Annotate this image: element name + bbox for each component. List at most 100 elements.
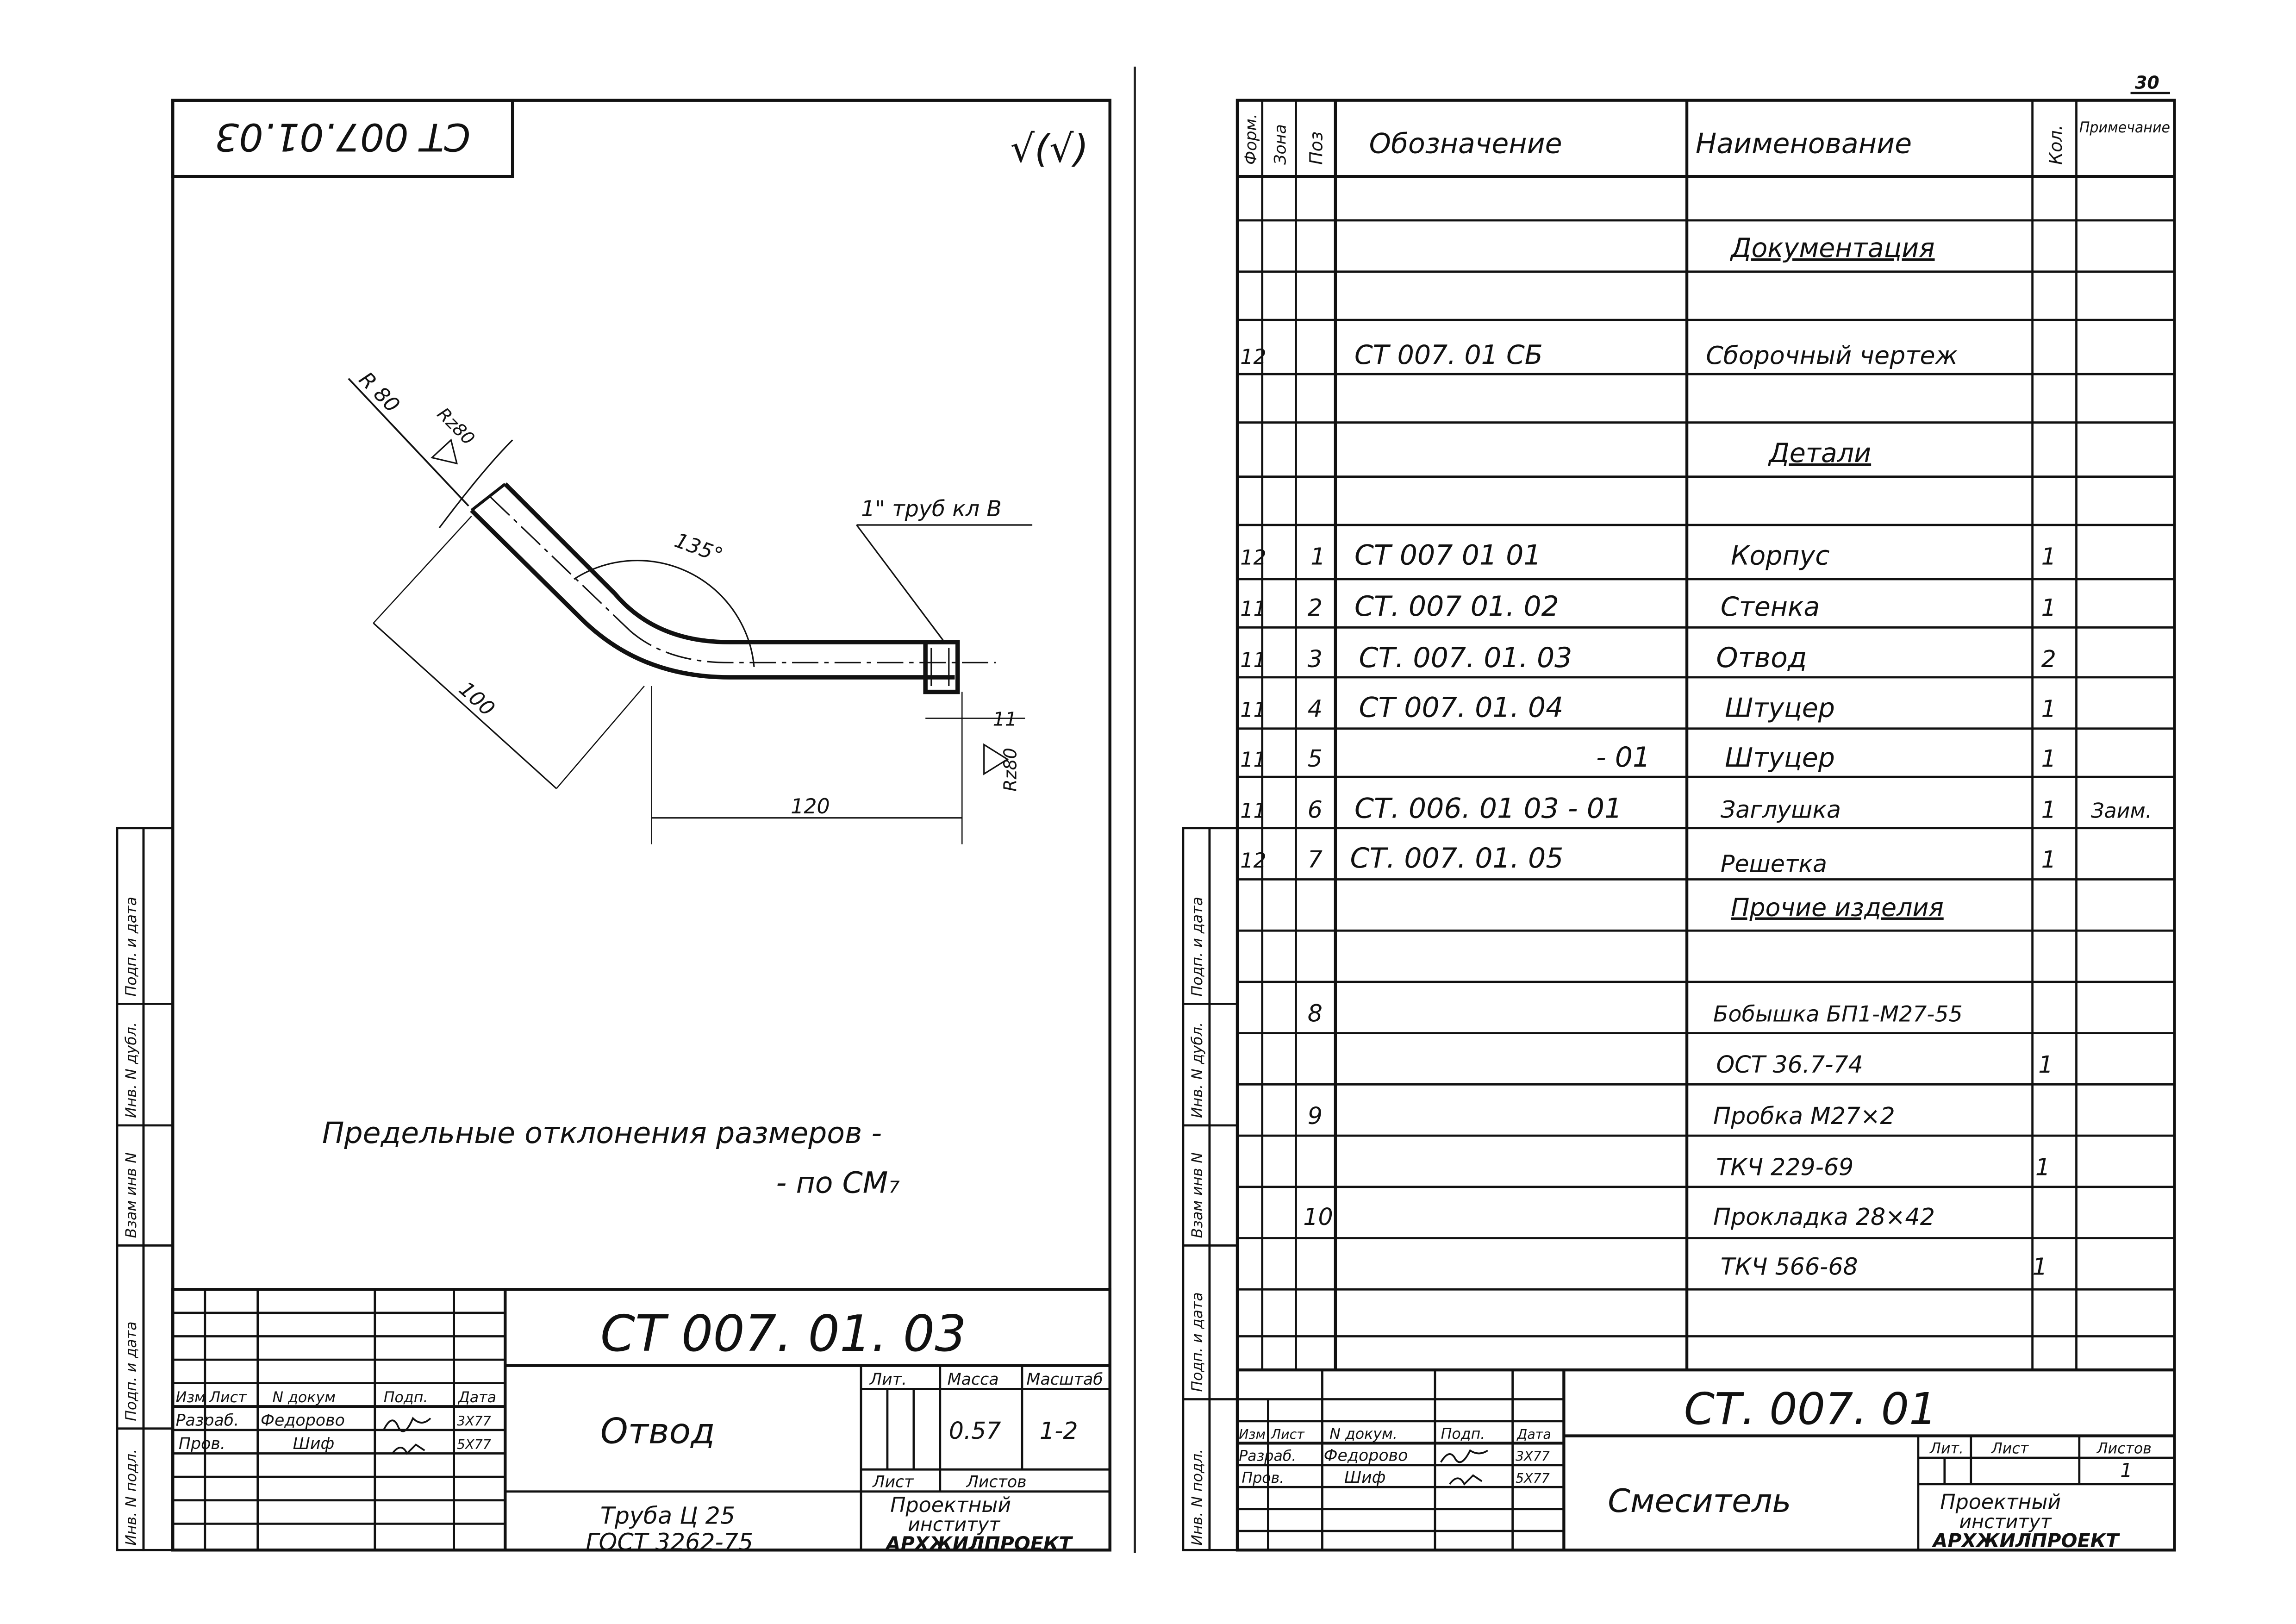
spec-row-qty: 2 [2041, 645, 2056, 673]
left-tb-razrab-date: 3X77 [457, 1413, 491, 1429]
spec-row-qty: 1 [2041, 543, 2056, 570]
spec-row-name: ТКЧ 566-68 [1721, 1253, 1858, 1280]
spec-row-format: 11 [1240, 649, 1266, 672]
spec-row: 11 4 СТ 007. 01. 04 Штуцер 1 [1240, 691, 2056, 724]
left-title-code: СТ 007. 01. 03 [600, 1305, 967, 1363]
spec-row-pos: 7 [1308, 846, 1323, 873]
spec-row-name: Прочие изделия [1731, 893, 1944, 922]
left-side-label-inv-podl: Инв. N подл. [123, 1449, 140, 1546]
spec-row-pos: 9 [1308, 1102, 1323, 1130]
spec-row: 8 Бобышка БП1-М27-55 [1308, 999, 1963, 1027]
spec-header-designation: Обозначение [1369, 128, 1562, 160]
spec-row-name: Штуцер [1725, 743, 1835, 773]
left-signature-1 [383, 1417, 431, 1432]
right-org-line2: институт [1959, 1511, 2052, 1533]
left-side-label-podp-data-1: Подп. и дата [123, 1321, 140, 1421]
spec-row-pos: 8 [1308, 999, 1323, 1027]
left-tb-header-data: Дата [457, 1389, 496, 1406]
right-tb-razrab-name: Федорово [1324, 1446, 1408, 1465]
spec-row-qty: 1 [2041, 796, 2056, 824]
dim-angle-135: 135° [671, 529, 726, 568]
left-tb-razrab-name: Федорово [261, 1411, 345, 1430]
left-org-line1: Проектный [890, 1493, 1011, 1517]
right-tb-razrab-date: 3X77 [1516, 1449, 1550, 1464]
left-tb-scale-value: 1-2 [1040, 1417, 1078, 1444]
spec-row-pos: 4 [1308, 695, 1323, 722]
left-tb-header-izm: Изм [176, 1389, 206, 1406]
left-tb-scale-header: Масштаб [1026, 1370, 1103, 1389]
right-side-label-podp-data-2: Подп. и дата [1189, 897, 1206, 996]
spec-row: ОСТ 36.7-74 1 [1716, 1051, 2053, 1078]
spec-row-designation: СТ. 007 01. 02 [1354, 590, 1559, 623]
tolerance-note-line2: - по СМ₇ [776, 1165, 900, 1199]
left-org-line3: АРХЖИЛПРОЕКТ [885, 1532, 1073, 1555]
left-material-line2: ГОСТ 3262-75 [586, 1528, 753, 1555]
spec-row: 11 6 СТ. 006. 01 03 - 01 Заглушка 1 Заим… [1240, 793, 2152, 825]
spec-header-qty: Кол. [2046, 125, 2066, 164]
pipe-elbow-drawing [348, 378, 1033, 844]
spec-table-grid [1237, 100, 2175, 1370]
spec-row-designation: - 01 [1596, 741, 1650, 774]
spec-row-pos: 6 [1308, 796, 1323, 824]
spec-row-name: Решетка [1721, 850, 1827, 878]
left-org-line2: институт [908, 1513, 1000, 1536]
spec-row-name: Стенка [1721, 592, 1820, 622]
left-material-line1: Труба Ц 25 [600, 1502, 735, 1529]
spec-row-pos: 3 [1308, 645, 1323, 673]
left-side-label-inv-dubl: Инв. N дубл. [123, 1022, 140, 1118]
spec-row-format: 12 [1240, 546, 1266, 569]
spec-header-format: Форм. [1242, 113, 1260, 165]
right-org-line1: Проектный [1940, 1491, 2061, 1514]
left-tb-prov-name: Шиф [293, 1435, 335, 1453]
spec-row: Детали [1767, 438, 1871, 468]
left-tb-prov-date: 5X77 [457, 1437, 491, 1452]
spec-row-qty: 1 [2038, 1051, 2053, 1078]
right-title-code: СТ. 007. 01 [1684, 1384, 1937, 1435]
left-tb-lit-header: Лит. [869, 1370, 907, 1389]
spec-row-pos: 10 [1303, 1203, 1333, 1230]
right-title-name: Смеситель [1608, 1482, 1791, 1520]
left-corner-code: СТ 007.01.03 [215, 114, 470, 158]
spec-row: Документация [1729, 233, 1935, 263]
spec-row-pos: 5 [1308, 745, 1323, 772]
right-tb-prov-name: Шиф [1344, 1468, 1386, 1487]
left-signature-2 [392, 1443, 425, 1455]
right-side-label-podp-data-1: Подп. и дата [1189, 1292, 1206, 1392]
spec-row-name: Прокладка 28×42 [1713, 1203, 1935, 1230]
right-side-label-inv-dubl: Инв. N дубл. [1189, 1022, 1206, 1118]
spec-header-pos: Поз [1306, 131, 1326, 165]
left-side-label-vzam: Взам инв N [123, 1152, 140, 1238]
left-tb-razrab-role: Разраб. [176, 1411, 239, 1430]
spec-row-designation: СТ 007. 01 СБ [1354, 340, 1543, 370]
spec-row: ТКЧ 566-68 1 [1721, 1253, 2047, 1280]
spec-row: 12 7 СТ. 007. 01. 05 Решетка 1 [1240, 842, 2056, 877]
right-tb-header-izm: Изм [1239, 1427, 1266, 1442]
spec-header-note: Примечание [2079, 119, 2170, 136]
spec-row-name: Отвод [1716, 642, 1807, 674]
right-tb-lit-header: Лит. [1929, 1441, 1964, 1457]
left-side-label-podp-data-2: Подп. и дата [123, 897, 140, 996]
spec-row-name: Сборочный чертеж [1706, 341, 1958, 370]
spec-row-name: Пробка М27×2 [1713, 1102, 1895, 1130]
roughness-rz80-end: Rz80 [1000, 748, 1020, 792]
spec-row-format: 11 [1240, 800, 1266, 823]
spec-header-name: Наименование [1696, 128, 1912, 160]
right-tb-header-list: Лист [1271, 1427, 1305, 1442]
spec-row-designation: СТ 007 01 01 [1354, 539, 1541, 571]
right-signature-1 [1440, 1449, 1488, 1463]
spec-row-name: Корпус [1731, 540, 1830, 571]
right-sheet-frame [1235, 99, 2176, 1552]
spec-row-designation: СТ. 007. 01. 05 [1350, 842, 1564, 874]
right-tb-prov-role: Пров. [1242, 1470, 1284, 1487]
spec-row-note: Заим. [2091, 800, 2152, 823]
right-tb-header-ndokum: N докум. [1329, 1426, 1398, 1443]
thread-callout: 1" труб кл B [861, 496, 1002, 522]
spec-row-qty: 1 [2041, 695, 2056, 722]
spec-row: 11 3 СТ. 007. 01. 03 Отвод 2 [1240, 642, 2056, 674]
spec-row-name: Штуцер [1725, 693, 1835, 723]
spec-row-designation: СТ. 006. 01 03 - 01 [1354, 793, 1622, 825]
right-tb-sheets-value: 1 [2120, 1459, 2132, 1481]
spec-row: 11 2 СТ. 007 01. 02 Стенка 1 [1240, 590, 2056, 623]
spec-row-name: Детали [1767, 438, 1871, 468]
